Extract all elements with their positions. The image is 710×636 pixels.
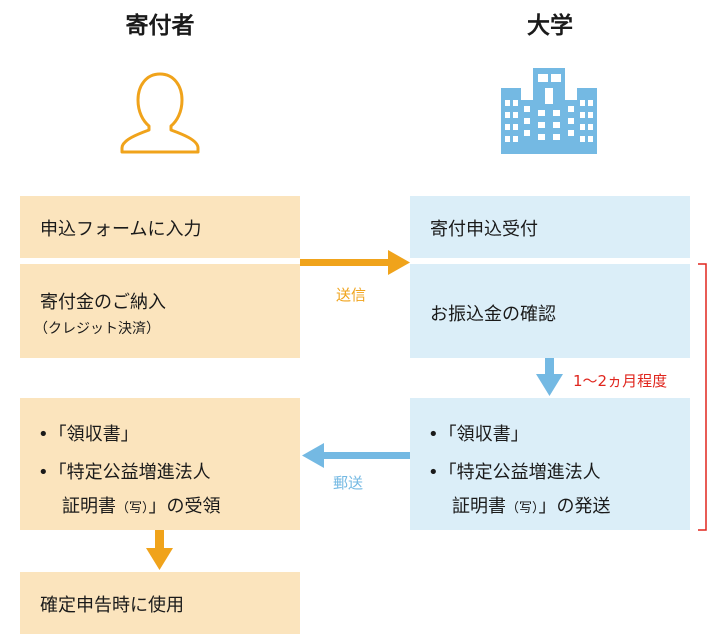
univ-accept-box: 寄付申込受付 — [410, 196, 690, 258]
confirm-down-arrow — [536, 358, 563, 396]
univ-accept-text: 寄付申込受付 — [430, 219, 538, 240]
univ-send-line2: •「特定公益増進法人 — [428, 462, 601, 483]
donor-receive-box: •「領収書」 •「特定公益増進法人 証明書（写）」の受領 — [20, 398, 300, 530]
duration-bracket — [698, 263, 707, 531]
univ-confirm-text: お振込金の確認 — [430, 304, 556, 325]
mail-arrow — [302, 443, 410, 468]
donor-payment-box: 寄付金のご納入 （クレジット決済） — [20, 264, 300, 358]
univ-confirm-box: お振込金の確認 — [410, 264, 690, 358]
donor-payment-text: 寄付金のご納入 — [40, 292, 166, 313]
donor-payment-subtext: （クレジット決済） — [34, 321, 160, 337]
univ-send-box: •「領収書」 •「特定公益増進法人 証明書（写）」の発送 — [410, 398, 690, 530]
donor-heading: 寄付者 — [125, 13, 195, 39]
univ-send-line1: •「領収書」 — [428, 424, 529, 445]
donor-final-text: 確定申告時に使用 — [40, 595, 184, 616]
university-heading: 大学 — [527, 13, 573, 39]
transmit-label: 送信 — [336, 286, 367, 304]
donor-receive-line2: •「特定公益増進法人 — [38, 462, 211, 483]
mail-label: 郵送 — [333, 474, 364, 492]
final-down-arrow — [146, 530, 173, 570]
transmit-arrow — [300, 250, 410, 275]
donor-form-box: 申込フォームに入力 — [20, 196, 300, 258]
donor-final-box: 確定申告時に使用 — [20, 572, 300, 634]
univ-send-line3: 証明書（写）」の発送 — [452, 496, 611, 517]
donor-form-text: 申込フォームに入力 — [40, 219, 202, 240]
donor-receive-line3: 証明書（写）」の受領 — [62, 496, 221, 517]
duration-label: 1〜2ヵ月程度 — [573, 372, 668, 390]
donor-receive-line1: •「領収書」 — [38, 424, 139, 445]
